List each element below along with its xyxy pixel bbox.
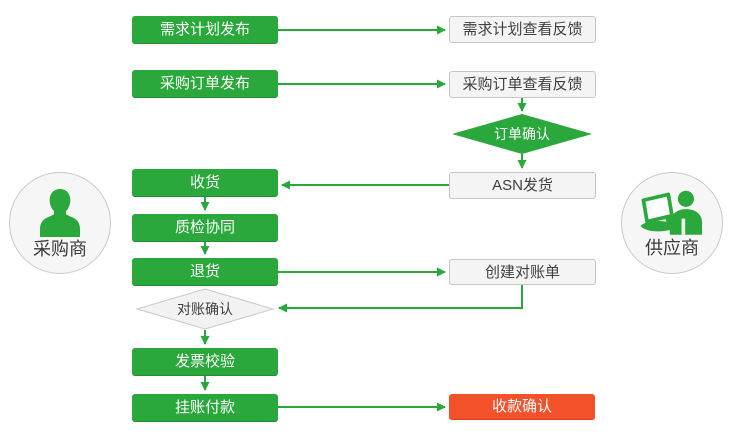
node-reconcile-confirm-label: 对账确认 [177, 301, 233, 317]
node-create-statement: 创建对账单 [449, 259, 596, 285]
buyer-actor: 采购商 [9, 172, 111, 274]
node-demand-plan-publish: 需求计划发布 [132, 16, 278, 44]
supplier-actor: 供应商 [621, 172, 723, 274]
person-laptop-icon [640, 190, 703, 235]
node-order-confirm-label: 订单确认 [494, 126, 550, 142]
supplier-label: 供应商 [645, 238, 699, 259]
node-receive-goods: 收货 [132, 169, 278, 197]
diamond-shape [452, 114, 592, 154]
node-quality-check: 质检协同 [132, 214, 278, 242]
node-return-goods: 退货 [132, 258, 278, 286]
node-invoice-verify: 发票校验 [132, 348, 278, 376]
node-reconcile-confirm: 对账确认 [135, 288, 275, 330]
buyer-label: 采购商 [33, 239, 87, 260]
person-icon [40, 189, 80, 238]
node-purchase-order-publish: 采购订单发布 [132, 70, 278, 98]
node-demand-plan-feedback: 需求计划查看反馈 [449, 16, 596, 43]
diamond-shape [135, 288, 275, 330]
node-asn-ship: ASN发货 [449, 172, 596, 199]
node-payment-confirm: 收款确认 [449, 394, 595, 420]
node-pending-payment: 挂账付款 [132, 394, 278, 422]
node-order-confirm: 订单确认 [452, 114, 592, 154]
node-purchase-order-feedback: 采购订单查看反馈 [449, 71, 596, 98]
